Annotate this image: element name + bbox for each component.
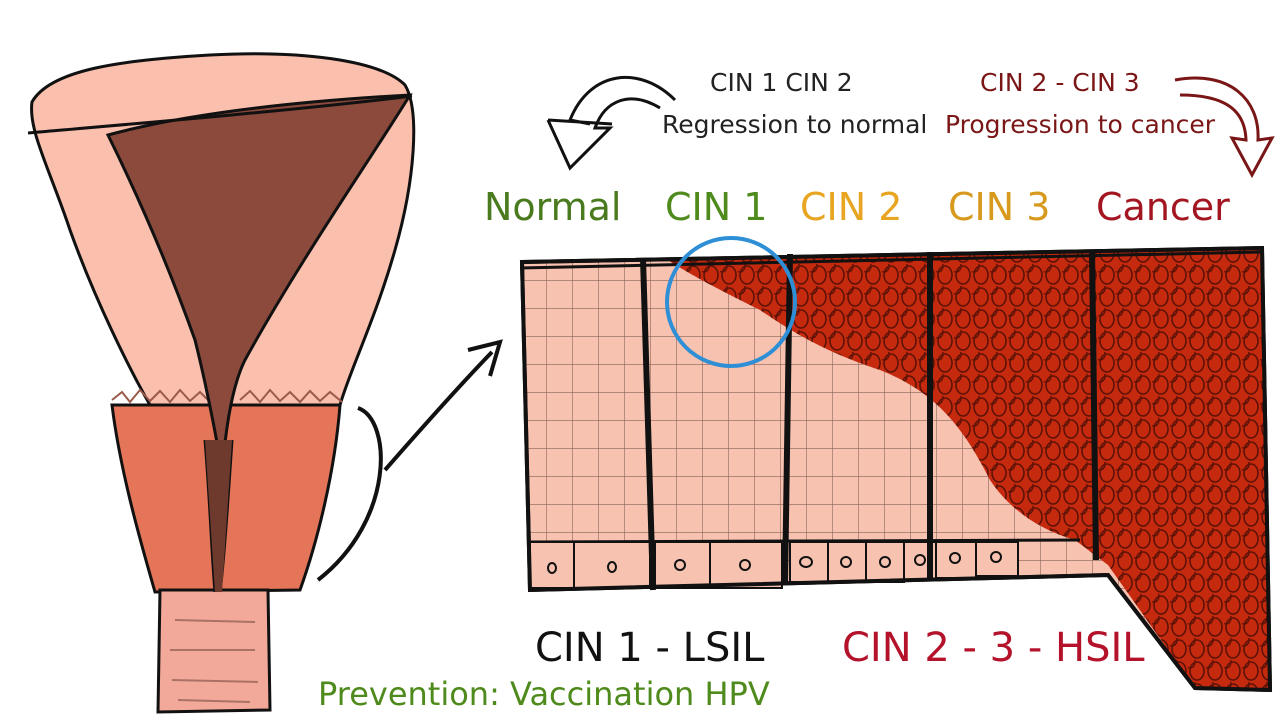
- prevention-note: Prevention: Vaccination HPV: [318, 675, 770, 713]
- stage-label-normal: Normal: [484, 185, 622, 229]
- regression-stages: CIN 1 CIN 2: [710, 68, 853, 97]
- progression-arrow: [1174, 76, 1275, 179]
- stage-divider: [782, 253, 793, 586]
- stage-label-cin3: CIN 3: [948, 185, 1051, 229]
- stage-divider: [1089, 249, 1099, 561]
- stage-label-cin1: CIN 1: [665, 185, 768, 229]
- zoom-bracket: [316, 406, 383, 582]
- regression-description: Regression to normal: [662, 110, 928, 139]
- hsil-label: CIN 2 - 3 - HSIL: [842, 625, 1145, 671]
- regression-arrow: [546, 76, 677, 171]
- uterus-illustration: [27, 52, 416, 714]
- basal-cells: [529, 541, 1019, 589]
- cin1-highlight-circle: [665, 236, 797, 368]
- stage-label-cin2: CIN 2: [800, 185, 903, 229]
- stage-label-cancer: Cancer: [1096, 185, 1230, 229]
- zoom-arrow: [383, 339, 503, 472]
- uterine-cavity: [105, 93, 413, 471]
- progression-stages: CIN 2 - CIN 3: [980, 68, 1140, 97]
- transformation-zone-edge: [111, 388, 343, 404]
- stage-divider: [640, 257, 656, 591]
- lsil-label: CIN 1 - LSIL: [535, 625, 765, 671]
- progression-description: Progression to cancer: [945, 110, 1216, 139]
